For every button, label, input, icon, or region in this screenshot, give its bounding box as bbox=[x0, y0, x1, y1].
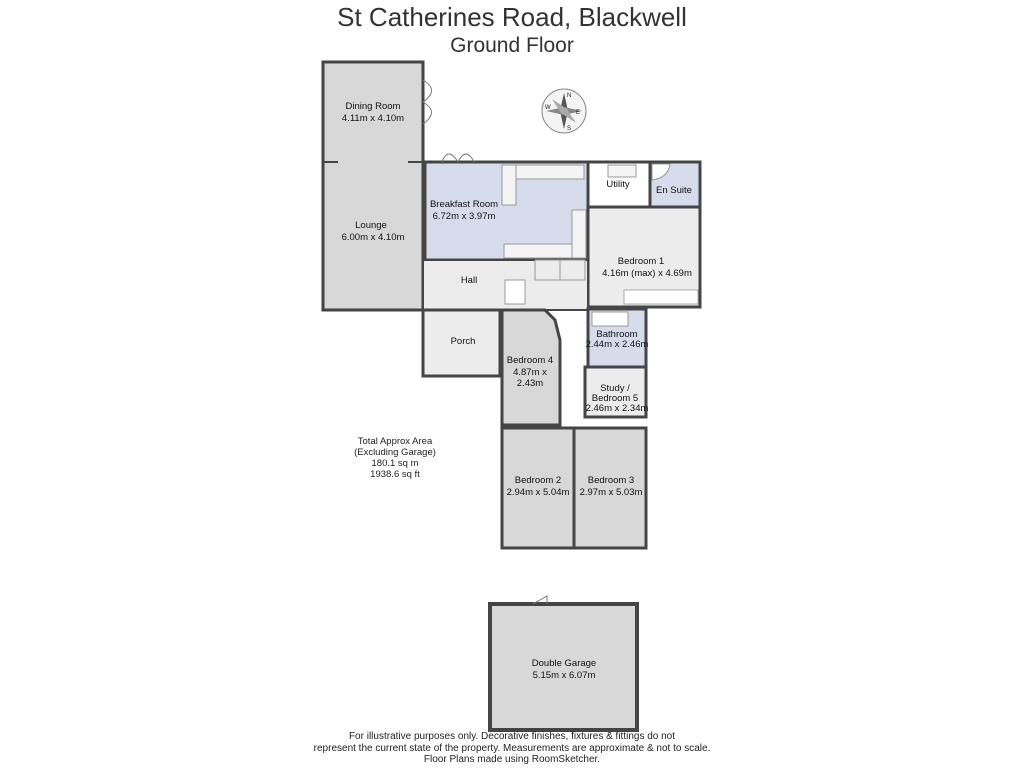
bedroom4-floor bbox=[500, 308, 562, 427]
breakfast-counters bbox=[501, 164, 587, 259]
study-floor bbox=[583, 365, 648, 419]
bedroom2-floor bbox=[500, 426, 576, 550]
garage-dims: 5.15m x 6.07m bbox=[533, 670, 596, 681]
area-line-1: Total Approx Area bbox=[357, 436, 433, 447]
bathroom-dims: 2.44m x 2.46m bbox=[586, 339, 649, 350]
compass-n: N bbox=[567, 93, 571, 99]
study-name-1: Study / bbox=[600, 383, 630, 394]
bedroom4-dims-2: 2.43m bbox=[517, 378, 543, 389]
dining-lounge-floor bbox=[321, 60, 425, 312]
dining-french-doors bbox=[422, 79, 432, 125]
bedroom3-name: Bedroom 3 bbox=[588, 475, 634, 486]
compass-rose: N E S W bbox=[541, 88, 587, 134]
study-name-2: Bedroom 5 bbox=[592, 393, 638, 404]
bedroom2-dims: 2.94m x 5.04m bbox=[507, 487, 570, 498]
bedroom1-name: Bedroom 1 bbox=[618, 256, 664, 267]
porch-floor bbox=[421, 308, 502, 378]
disclaimer-line-2: represent the current state of the prope… bbox=[313, 742, 711, 754]
area-line-2: (Excluding Garage) bbox=[354, 447, 436, 458]
bedroom1-dims: 4.16m (max) x 4.69m bbox=[602, 268, 692, 279]
compass-w: W bbox=[545, 105, 551, 111]
bathroom-name: Bathroom bbox=[596, 329, 637, 340]
breakfast-name: Breakfast Room bbox=[430, 199, 498, 210]
plan-title: St Catherines Road, Blackwell bbox=[337, 2, 687, 32]
dining-name: Dining Room bbox=[346, 101, 401, 112]
dining-dims: 4.11m x 4.10m bbox=[342, 113, 404, 124]
garage-floor bbox=[488, 602, 639, 732]
hall-name: Hall bbox=[461, 275, 477, 286]
plan-subtitle: Ground Floor bbox=[450, 34, 574, 57]
utility-name: Utility bbox=[606, 179, 629, 190]
garage-name: Double Garage bbox=[532, 658, 596, 669]
bedroom2-name: Bedroom 2 bbox=[515, 475, 561, 486]
bedroom3-dims: 2.97m x 5.03m bbox=[580, 487, 643, 498]
total-area-block: Total Approx Area (Excluding Garage) 180… bbox=[330, 436, 460, 480]
compass-e: E bbox=[576, 110, 580, 116]
bedroom3-floor bbox=[572, 426, 648, 550]
disclaimer-line-3: Floor Plans made using RoomSketcher. bbox=[423, 754, 601, 765]
bedroom4-dims-1: 4.87m x bbox=[513, 367, 547, 378]
area-line-3: 180.1 sq m bbox=[371, 458, 419, 469]
disclaimer: For illustrative purposes only. Decorati… bbox=[262, 731, 762, 766]
compass-s: S bbox=[567, 126, 571, 132]
ensuite-name: En Suite bbox=[656, 185, 692, 196]
bedroom4-name: Bedroom 4 bbox=[507, 355, 553, 366]
breakfast-dims: 6.72m x 3.97m bbox=[433, 211, 496, 222]
porch-name: Porch bbox=[451, 336, 476, 347]
disclaimer-line-1: For illustrative purposes only. Decorati… bbox=[348, 731, 676, 742]
lounge-dims: 6.00m x 4.10m bbox=[342, 232, 405, 243]
breakfast-french-doors bbox=[441, 153, 475, 163]
area-line-4: 1938.6 sq ft bbox=[370, 469, 420, 480]
lounge-name: Lounge bbox=[355, 220, 387, 231]
study-dims: 2.46m x 2.34m bbox=[586, 403, 649, 414]
